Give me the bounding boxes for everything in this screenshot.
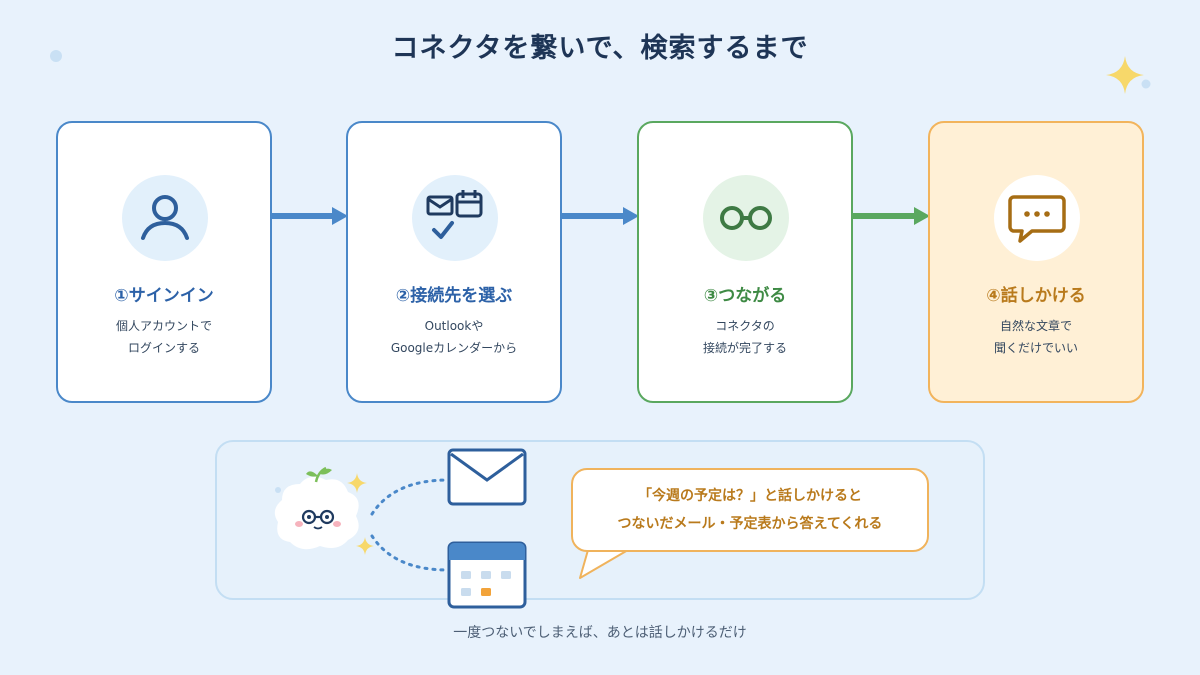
- decor-dot: [50, 50, 62, 62]
- step-card-select-connection: ②接続先を選ぶ Outlookや Googleカレンダーから: [346, 121, 562, 403]
- step-description: Outlookや Googleカレンダーから: [390, 319, 518, 355]
- glasses-icon: [703, 175, 789, 261]
- step-card-connected: ③つながる コネクタの 接続が完了する: [637, 121, 853, 403]
- step-title: ②接続先を選ぶ: [395, 286, 513, 306]
- mascot-icon: [274, 466, 359, 550]
- page-title: コネクタを繋いで、検索するまで: [391, 33, 809, 64]
- mail-icon: [447, 448, 527, 506]
- arrow-right-icon: [561, 207, 639, 225]
- bubble-line: 「今週の予定は？」と話しかけると: [638, 488, 862, 504]
- speech-bubble: 「今週の予定は？」と話しかけると つないだメール・予定表から答えてくれる: [571, 468, 929, 552]
- bubble-line: つないだメール・予定表から答えてくれる: [617, 516, 883, 532]
- user-icon: [122, 175, 208, 261]
- speech-bubble-tail: [579, 548, 630, 579]
- mail-calendar-check-icon: [412, 175, 498, 261]
- arrow-right-icon: [852, 207, 930, 225]
- calendar-icon: [447, 541, 527, 609]
- step-title: ①サインイン: [114, 286, 214, 306]
- step-description: コネクタの 接続が完了する: [702, 319, 787, 355]
- dashed-connector: [370, 478, 450, 572]
- step-card-signin: ①サインイン 個人アカウントで ログインする: [56, 121, 272, 403]
- step-description: 個人アカウントで ログインする: [115, 319, 212, 355]
- sparkle-icon: [356, 537, 374, 555]
- chat-bubble-icon: [994, 175, 1080, 261]
- step-description: 自然な文章で 聞くだけでいい: [993, 319, 1078, 355]
- footer-caption: 一度つないでしまえば、あとは話しかけるだけ: [453, 625, 747, 641]
- arrow-right-icon: [270, 207, 348, 225]
- sparkle-icon: [347, 473, 367, 493]
- step-title: ④話しかける: [986, 286, 1086, 306]
- decor-dot: [1141, 79, 1151, 89]
- step-title: ③つながる: [703, 286, 787, 306]
- sparkle-icon: [1106, 56, 1144, 94]
- step-card-talk: ④話しかける 自然な文章で 聞くだけでいい: [928, 121, 1144, 403]
